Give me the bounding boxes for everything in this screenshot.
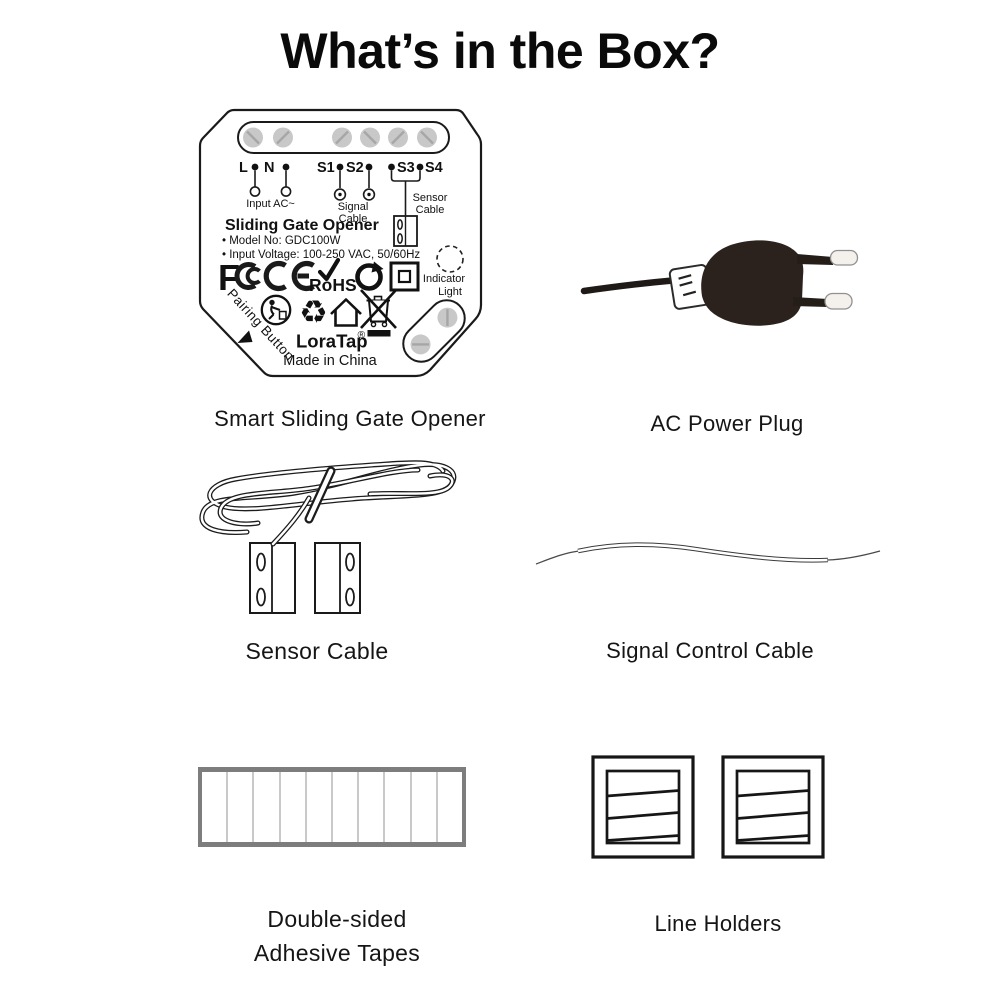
device-input-voltage: • Input Voltage: 100-250 VAC, 50/60Hz	[222, 249, 420, 261]
fcc-mark-icon: F	[218, 257, 261, 298]
signal-wire-end-right	[826, 550, 881, 561]
rohs-check-icon	[317, 257, 341, 282]
adhesive-tape-illustration	[198, 767, 466, 847]
signal-wiring: Signal Cable	[333, 170, 376, 225]
terminal-s3: S3	[397, 160, 415, 176]
indicator-light-circle	[436, 245, 464, 273]
indoor-use-house-icon	[330, 298, 362, 327]
svg-text:F: F	[218, 257, 240, 298]
sensor-magnet-blocks	[249, 542, 361, 614]
terminal-l: L	[239, 160, 248, 176]
signal-cable-label-1: Signal	[338, 201, 369, 213]
terminal-dots	[251, 163, 424, 171]
sensor-cable-label-1: Sensor	[413, 192, 448, 204]
brand-logo: LoraTap	[296, 331, 368, 352]
adhesive-tape-caption-line2: Adhesive Tapes	[253, 940, 421, 966]
adhesive-tape-caption-line1: Double-sided	[267, 906, 407, 932]
plug-prong-tip-lower	[824, 292, 853, 310]
rohs-mark: RoHS	[309, 257, 357, 295]
rohs-label: RoHS	[309, 275, 357, 295]
line-holder-left	[591, 755, 695, 859]
recycle-icon: ♻	[299, 293, 328, 331]
plug-body	[701, 240, 804, 326]
tidy-man-icon	[260, 294, 292, 326]
sensor-cable-label-2: Cable	[416, 204, 445, 216]
ce-mark-icon	[263, 260, 315, 292]
device-product-name: Sliding Gate Opener	[225, 217, 379, 234]
terminal-s1: S1	[317, 160, 335, 176]
green-dot-icon	[355, 261, 384, 291]
terminal-strip	[237, 121, 450, 154]
plug-prong-upper	[797, 254, 833, 265]
terminal-labels: L N S1 S2 S3 S4	[239, 160, 443, 176]
device-model-no: • Model No: GDC100W	[222, 235, 341, 247]
signal-wire-sheath	[577, 542, 829, 563]
sensor-wire-coil	[199, 460, 457, 547]
terminal-screws	[243, 127, 437, 148]
sensor-cable-illustration	[199, 460, 457, 614]
line-holders-caption: Line Holders	[654, 911, 782, 936]
line-holder-right	[721, 755, 825, 859]
sensor-wiring: Sensor Cable	[390, 170, 448, 247]
ac-plug-caption: AC Power Plug	[650, 411, 804, 436]
plug-cable	[580, 276, 682, 295]
indicator-label-1: Indicator	[423, 273, 466, 285]
signal-wire-end-left	[535, 550, 580, 565]
page-title: What’s in the Box?	[280, 23, 720, 79]
weee-bin-icon	[360, 289, 397, 337]
input-ac-label: Input AC~	[246, 198, 295, 210]
class-ii-icon	[389, 261, 420, 292]
ac-plug-illustration	[580, 240, 859, 326]
made-in-label: Made in China	[283, 353, 377, 369]
signal-cable-label-2: Cable	[339, 213, 368, 225]
line-holders-illustration	[591, 755, 825, 859]
input-ac-wiring: Input AC~	[246, 170, 295, 210]
gate-opener-caption: Smart Sliding Gate Opener	[214, 406, 486, 431]
terminal-n: N	[264, 160, 274, 176]
pairing-arrow-icon	[237, 330, 253, 343]
registered-mark: ®	[358, 329, 366, 341]
indicator-label-2: Light	[438, 286, 462, 298]
terminal-s4: S4	[425, 160, 443, 176]
signal-cable-caption: Signal Control Cable	[606, 638, 814, 663]
signal-cable-illustration	[535, 542, 881, 565]
plug-prong-tip-upper	[829, 249, 859, 266]
adhesive-tape-caption: Double-sided Adhesive Tapes	[187, 902, 487, 970]
terminal-s2: S2	[346, 160, 364, 176]
indicator-light: Indicator Light	[423, 245, 466, 298]
bottom-screw-slot	[402, 299, 466, 363]
plug-prong-lower	[793, 297, 828, 307]
gate-opener-illustration: L N S1 S2 S3 S4 Input AC~ Signal	[198, 108, 483, 378]
sensor-cable-caption: Sensor Cable	[245, 638, 389, 664]
